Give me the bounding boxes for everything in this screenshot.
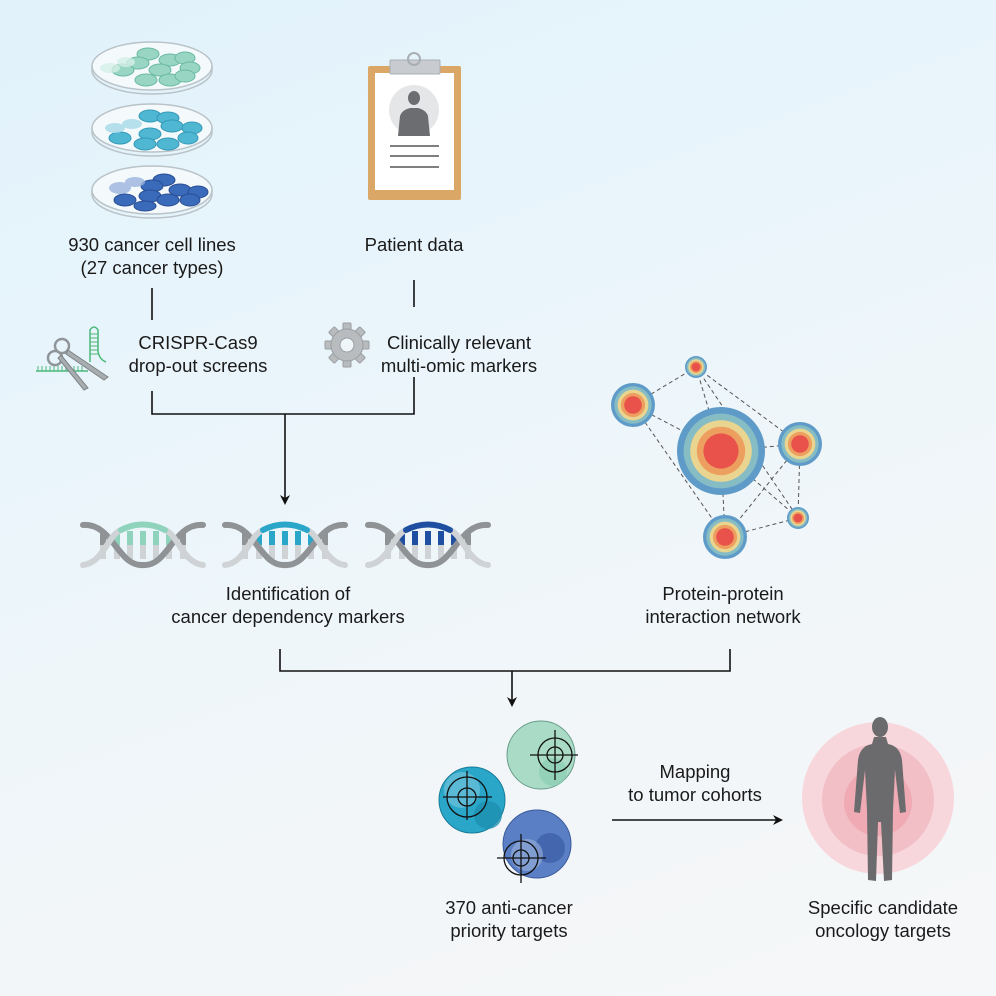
network-node <box>677 407 765 495</box>
connector-top <box>151 280 415 505</box>
clinical-label-line1: Clinically relevant <box>387 332 531 353</box>
oncology-label-line2: oncology targets <box>815 920 951 941</box>
network-icon <box>611 356 822 559</box>
oncology-label-line1: Specific candidate <box>807 897 959 918</box>
mapping-label-line1: Mapping <box>659 761 731 782</box>
network-edge <box>724 517 799 538</box>
crispr-label: CRISPR-Cas9 drop-out screens <box>129 331 268 377</box>
priority-label-line2: priority targets <box>450 920 568 941</box>
gear-icon <box>324 322 370 368</box>
oncology-label: Specific candidate oncology targets <box>808 896 958 942</box>
ppi-label-line2: interaction network <box>645 606 801 627</box>
edge-merge-bracket <box>151 377 415 415</box>
target-cell-icon <box>438 720 578 883</box>
cell-lines-label-line1: 930 cancer cell lines <box>68 234 236 255</box>
network-node <box>685 356 707 378</box>
dna-helix-1 <box>80 521 206 568</box>
edge-merge-bracket-2 <box>279 649 731 672</box>
crispr-label-line1: CRISPR-Cas9 <box>138 332 258 353</box>
dependency-label-line1: Identification of <box>225 583 351 604</box>
network-node <box>611 383 655 427</box>
network-edge <box>632 404 726 538</box>
cell-lines-label: 930 cancer cell lines (27 cancer types) <box>68 233 236 279</box>
clinical-label-line2: multi-omic markers <box>380 355 538 376</box>
crosshairs <box>443 730 578 883</box>
petri-dish-teal <box>91 41 213 95</box>
priority-label-line1: 370 anti-cancer <box>445 897 573 918</box>
petri-dish-cyan <box>91 103 213 157</box>
crispr-label-line2: drop-out screens <box>128 355 268 376</box>
petri-dish-icon <box>91 41 213 219</box>
ppi-label-line1: Protein-protein <box>662 583 784 604</box>
human-figure-icon <box>802 717 954 881</box>
patient-data-label-line1: Patient data <box>364 234 464 255</box>
scissors-sgrna-icon <box>36 326 109 391</box>
priority-label: 370 anti-cancer priority targets <box>445 896 573 942</box>
cell-lines-label-line2: (27 cancer types) <box>80 257 224 278</box>
connector-bottom <box>279 649 783 825</box>
dependency-label: Identification of cancer dependency mark… <box>171 582 404 628</box>
patient-data-label: Patient data <box>365 233 464 256</box>
mapping-label: Mapping to tumor cohorts <box>628 760 762 806</box>
dependency-label-line2: cancer dependency markers <box>171 606 405 627</box>
cell-blue <box>502 809 572 879</box>
network-node <box>778 422 822 466</box>
network-node <box>787 507 809 529</box>
dna-helix-2 <box>222 521 348 568</box>
network-edge <box>632 366 697 406</box>
dna-helix-3 <box>365 521 491 568</box>
clipboard-patient-icon <box>368 52 461 200</box>
mapping-label-line2: to tumor cohorts <box>628 784 762 805</box>
ppi-label: Protein-protein interaction network <box>645 582 800 628</box>
clinical-label: Clinically relevant multi-omic markers <box>381 331 537 377</box>
petri-dish-blue <box>91 165 213 219</box>
cell-cyan <box>438 766 506 834</box>
dna-helix-icon <box>80 521 491 568</box>
network-node <box>703 515 747 559</box>
network-edge <box>797 443 801 519</box>
